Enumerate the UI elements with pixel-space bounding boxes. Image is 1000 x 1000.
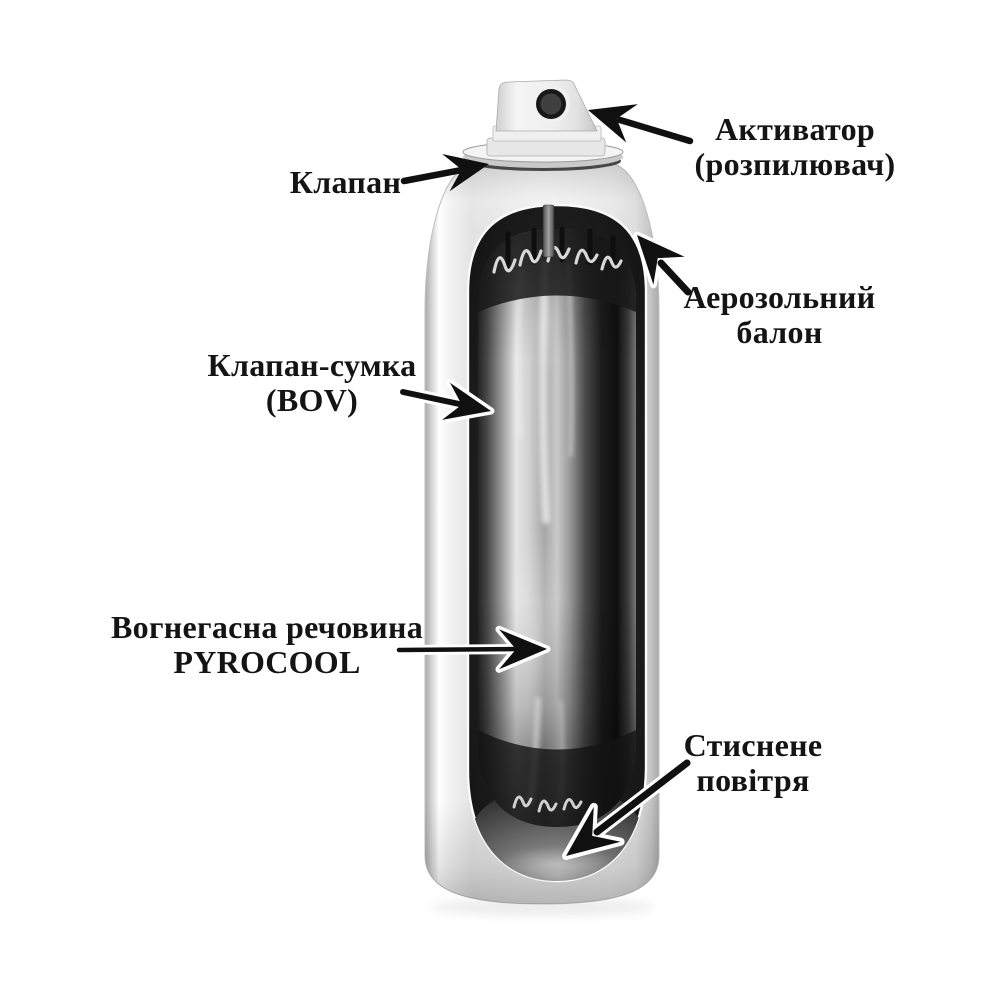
ground-shadow [430,898,654,916]
valve-stem [542,204,555,258]
bag-top-crimp [478,226,636,312]
actuator [486,79,606,157]
label-bov-line1: Клапан-сумка [207,347,417,383]
label-agent-line1: Вогнегасна речовина [111,609,423,645]
label-compressed-air-line2: повітря [696,762,810,798]
label-agent: Вогнегасна речовина PYROCOOL [108,610,426,680]
arrow-agent-icon [394,625,551,673]
arrow-bov-icon [397,379,495,424]
arrow-compressed-air-icon [562,756,694,860]
arrow-valve-icon [400,154,489,192]
label-aerosol-can-line1: Аерозольний [683,279,876,315]
spray-can [424,79,660,916]
label-compressed-air-line1: Стиснене [683,727,823,763]
nozzle-orifice-halo [532,85,570,123]
label-compressed-air: Стиснене повітря [678,728,828,798]
label-aerosol-can: Аерозольний балон [672,280,887,350]
label-agent-line2: PYROCOOL [173,644,361,680]
label-valve-line1: Клапан [289,164,402,200]
label-activator-line1: Активатор [715,111,875,147]
label-activator-line2: (розпилювач) [694,146,896,182]
label-bov: Клапан-сумка (BOV) [203,348,421,418]
arrow-activator-icon [588,104,694,145]
label-bov-line2: (BOV) [265,382,359,418]
label-valve: Клапан [283,165,408,200]
bov-bag [478,226,636,827]
arrow-aerosol-can-icon [633,231,695,299]
label-activator: Активатор (розпилювач) [685,112,905,182]
label-aerosol-can-line2: балон [736,314,823,350]
bag-bottom-crimp [478,730,636,827]
